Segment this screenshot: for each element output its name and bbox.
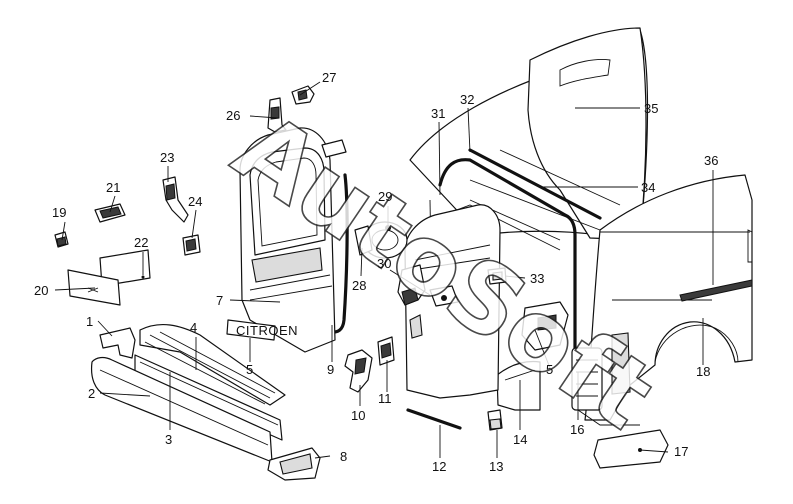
badge-text: CITROEN: [236, 323, 298, 338]
taillight-16: [571, 347, 603, 411]
callout-9: 9: [327, 362, 334, 377]
callout-23: 23: [160, 150, 174, 165]
callout-5b: 5: [546, 362, 553, 377]
corner-bumper-17: [593, 429, 669, 469]
callout-27: 27: [322, 70, 336, 85]
callout-20: 20: [34, 283, 48, 298]
callout-1: 1: [86, 314, 93, 329]
hinge-30: [397, 264, 459, 307]
left-rear-door-7: [239, 127, 347, 353]
callout-24: 24: [188, 194, 202, 209]
callout-30: 30: [377, 256, 391, 271]
callout-11: 11: [378, 391, 392, 406]
callout-36: 36: [704, 153, 718, 168]
callout-3: 3: [165, 432, 172, 447]
van-body: [409, 27, 753, 426]
callout-33: 33: [530, 271, 544, 286]
callout-labels: 1 2 3 4 5 5 7 8 9 10 11 12 13 14 16 17 1…: [34, 70, 718, 474]
lock-10: [344, 349, 373, 393]
callout-28: 28: [352, 278, 366, 293]
callout-8: 8: [340, 449, 347, 464]
seal-9: [328, 173, 349, 334]
callout-16: 16: [570, 422, 584, 437]
leader-lines: [54, 81, 714, 459]
trim-strip-36: [679, 279, 753, 302]
callout-22: 22: [134, 235, 148, 250]
callout-18: 18: [696, 364, 710, 379]
callout-7: 7: [216, 293, 223, 308]
callout-31: 31: [431, 106, 445, 121]
callout-21: 21: [106, 180, 120, 195]
plate-20: [67, 269, 121, 306]
callout-26: 26: [226, 108, 240, 123]
callout-5a: 5: [246, 362, 253, 377]
limiter-29: [354, 221, 408, 259]
hinge-26: [267, 97, 287, 133]
callout-13: 13: [489, 459, 503, 474]
callout-17: 17: [674, 444, 688, 459]
trim-14: [496, 360, 541, 411]
frame-seal-32: [438, 158, 577, 402]
callout-19: 19: [52, 205, 66, 220]
bumper-2: [90, 356, 273, 463]
lamp-21: [94, 203, 126, 223]
bracket-23: [162, 176, 189, 223]
bumper-inner-3: [134, 354, 283, 441]
badge-5: CITROEN: [226, 319, 298, 341]
step-plate-4: [139, 324, 286, 406]
bracket-1: [99, 327, 136, 359]
callout-12: 12: [432, 459, 446, 474]
handle-11: [377, 336, 395, 366]
callout-29: 29: [378, 189, 392, 204]
callout-35: 35: [644, 101, 658, 116]
hinge-27: [291, 85, 315, 105]
callout-10: 10: [351, 408, 365, 423]
callout-14: 14: [513, 432, 527, 447]
callout-32: 32: [460, 92, 474, 107]
callout-34: 34: [641, 180, 655, 195]
callout-2: 2: [88, 386, 95, 401]
callout-4: 4: [190, 320, 197, 335]
